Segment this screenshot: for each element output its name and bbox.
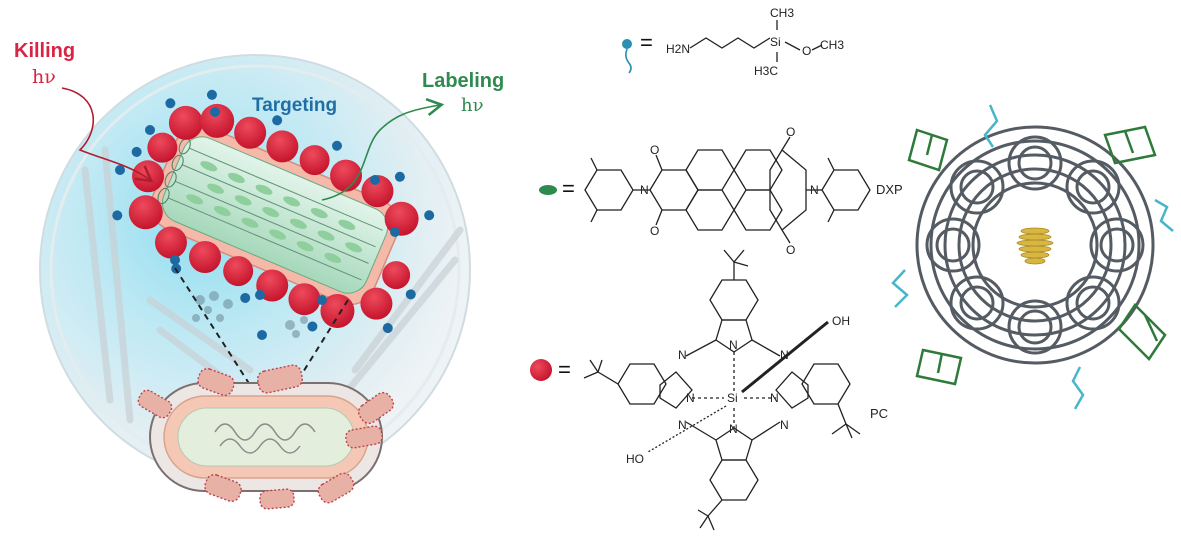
dxp-o-1: O <box>650 143 660 157</box>
pc-ho: HO <box>626 452 644 466</box>
attached-containers <box>137 364 395 510</box>
linker-model <box>891 104 1174 410</box>
pc-oh: OH <box>832 314 850 328</box>
dxp-equals: = <box>562 176 575 201</box>
labeling-light-arrow <box>321 98 445 201</box>
dxp-name: DXP <box>876 182 903 197</box>
linker-icon <box>622 39 632 74</box>
pc-n-7: N <box>678 418 687 432</box>
dxp-n-2: N <box>810 183 819 197</box>
colony-dots <box>192 291 308 338</box>
bacterial-dna <box>214 423 316 454</box>
dxp-o-4: O <box>786 243 796 257</box>
pc-n-5: N <box>678 348 687 362</box>
killing-light-label: hν <box>32 66 56 88</box>
dxp-o-2: O <box>650 224 660 238</box>
channel-openings <box>157 138 191 205</box>
guest-dye <box>1016 227 1054 265</box>
dxp-structure <box>584 136 871 244</box>
linker-h3c: H3C <box>754 64 779 78</box>
pc-n-3: N <box>686 391 695 405</box>
host-guest-crystal-structure <box>891 104 1174 410</box>
pc-n-2: N <box>729 422 738 436</box>
linker-structure <box>689 20 823 62</box>
dxp-n-1: N <box>640 183 649 197</box>
pc-structure <box>583 249 861 531</box>
pc-n-1: N <box>729 338 738 352</box>
pc-n-4: N <box>770 391 779 405</box>
dxp-dyes-in-channels <box>186 161 363 264</box>
bacterium <box>137 364 395 510</box>
nanocontainer <box>112 89 435 334</box>
targeting-label: Targeting <box>252 95 338 116</box>
zoom-line-right <box>294 299 349 386</box>
pc-equals: = <box>558 357 571 382</box>
framework-channels <box>915 125 1155 365</box>
linker-ch3-right: CH3 <box>820 38 845 52</box>
dxp-o-3: O <box>786 125 796 139</box>
pc-si: Si <box>727 391 738 405</box>
linker-amine: H2N <box>666 42 691 56</box>
channel-lines <box>167 147 383 281</box>
targeting-linkers <box>112 89 435 334</box>
dxp-icon <box>539 185 557 195</box>
zoom-line-left <box>174 267 251 386</box>
pc-n-6: N <box>780 348 789 362</box>
linker-oxygen: O <box>802 44 812 58</box>
labeling-light-label: hν <box>461 95 484 116</box>
killing-label: Killing <box>14 40 76 62</box>
killing-light-arrow <box>61 87 154 183</box>
labeling-label: Labeling <box>422 70 505 92</box>
pc-stoppers-model <box>907 125 1167 386</box>
pc-icon <box>530 359 552 381</box>
free-linkers <box>115 107 400 340</box>
pc-n-8: N <box>780 418 789 432</box>
linker-equals: = <box>640 30 653 55</box>
linker-ch3-top: CH3 <box>770 6 795 20</box>
pc-name: PC <box>870 406 889 421</box>
linker-si: Si <box>770 35 781 49</box>
